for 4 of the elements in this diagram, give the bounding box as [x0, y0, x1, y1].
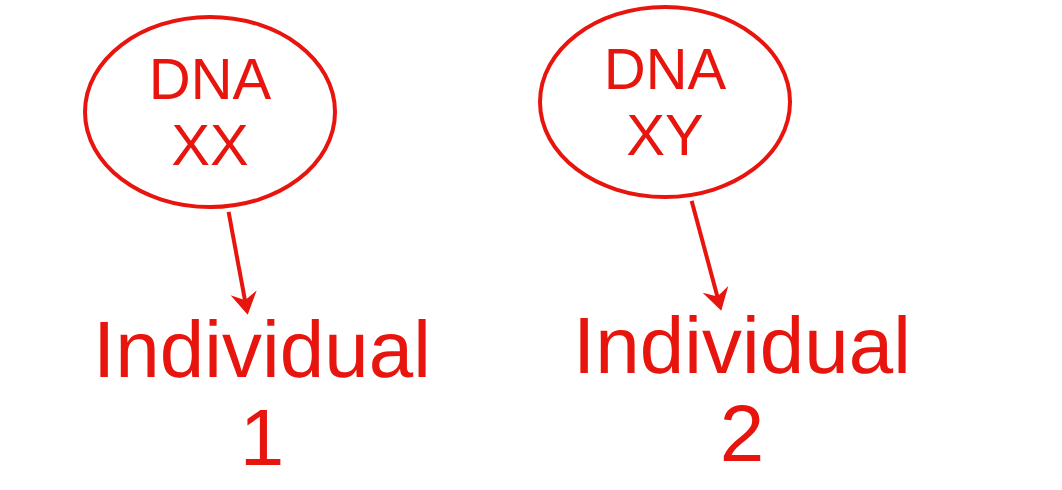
circle-node: DNA XY	[538, 5, 792, 199]
handwritten-label: Individual 1	[100, 319, 426, 465]
handwritten-label: Individual 2	[580, 315, 906, 461]
circle-node: DNA XX	[83, 15, 337, 209]
